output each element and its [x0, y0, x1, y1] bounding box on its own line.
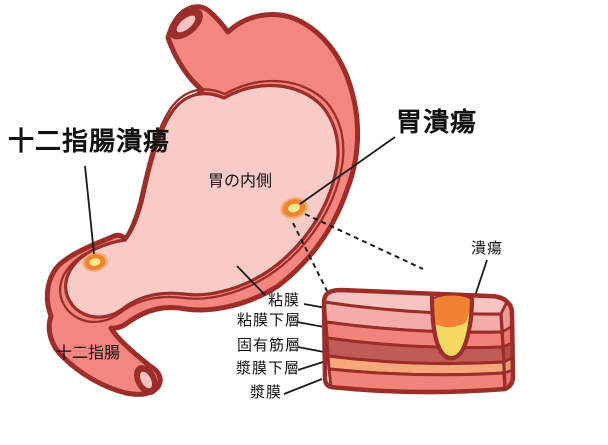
esophagus-opening — [169, 8, 203, 40]
duodenal-ulcer-label: 十二指腸潰瘍 — [8, 126, 171, 156]
tissue-block — [321, 287, 516, 395]
stomach-inside-label: 胃の内側 — [208, 173, 273, 190]
gastric-ulcer-leader — [299, 136, 396, 205]
ulcer-crater — [429, 293, 475, 361]
subserosa-label: 漿膜下層 — [236, 360, 301, 377]
submucosa-leader — [296, 321, 325, 328]
serosa-label: 漿膜 — [250, 384, 283, 401]
duodenal-ulcer-leader — [84, 165, 95, 255]
duodenum-opening — [134, 365, 158, 395]
subserosa-leader — [297, 361, 324, 371]
serosa-leader — [283, 378, 323, 395]
ulcer-label: 潰瘍 — [471, 240, 504, 257]
stomach-cavity — [64, 83, 340, 319]
mucosa-label: 粘膜 — [268, 292, 301, 309]
muscularis-leader — [297, 346, 325, 353]
mucosa-wall-leader — [236, 265, 266, 296]
duodenum-label: 十二指腸 — [56, 345, 121, 362]
submucosa-label: 粘膜下層 — [237, 312, 302, 329]
duodenal-ulcer-spot — [82, 252, 108, 272]
leader-lines — [84, 136, 488, 395]
magnification-dashed-lines — [292, 213, 424, 292]
stomach-wall-inner-line — [58, 79, 345, 324]
gastric-ulcer-label: 胃潰瘍 — [396, 107, 478, 137]
muscularis-label: 固有筋層 — [237, 337, 302, 354]
block-outline — [321, 287, 516, 395]
stomach-organ — [44, 4, 361, 397]
